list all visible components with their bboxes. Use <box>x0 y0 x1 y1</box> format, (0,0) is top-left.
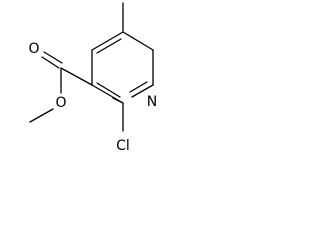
carbonyl-double-bond-a <box>41 56 60 69</box>
ester-carbon-bond <box>60 67 93 86</box>
chlorine-label: Cl <box>116 138 130 154</box>
ring-bond-c7-n <box>131 84 154 98</box>
ring-bond-c4-c5-inner <box>96 38 122 54</box>
ring-bond-c2-c3 <box>91 84 124 104</box>
ring-nitrogen-label: N <box>147 94 157 110</box>
carbonyl-double-bond-b <box>43 51 63 64</box>
ring-bond-c4-c5 <box>91 31 124 51</box>
chemical-structure: O O N Cl <box>28 2 157 154</box>
ring-bond-c2-c3-inner <box>96 82 121 98</box>
carbonyl-oxygen-label: O <box>28 41 39 57</box>
ring-bond-c7-n-inner <box>129 81 148 93</box>
methoxy-bond <box>29 108 54 123</box>
ester-oxygen-label: O <box>55 95 66 111</box>
ring-bond-c5-c6 <box>122 31 154 51</box>
